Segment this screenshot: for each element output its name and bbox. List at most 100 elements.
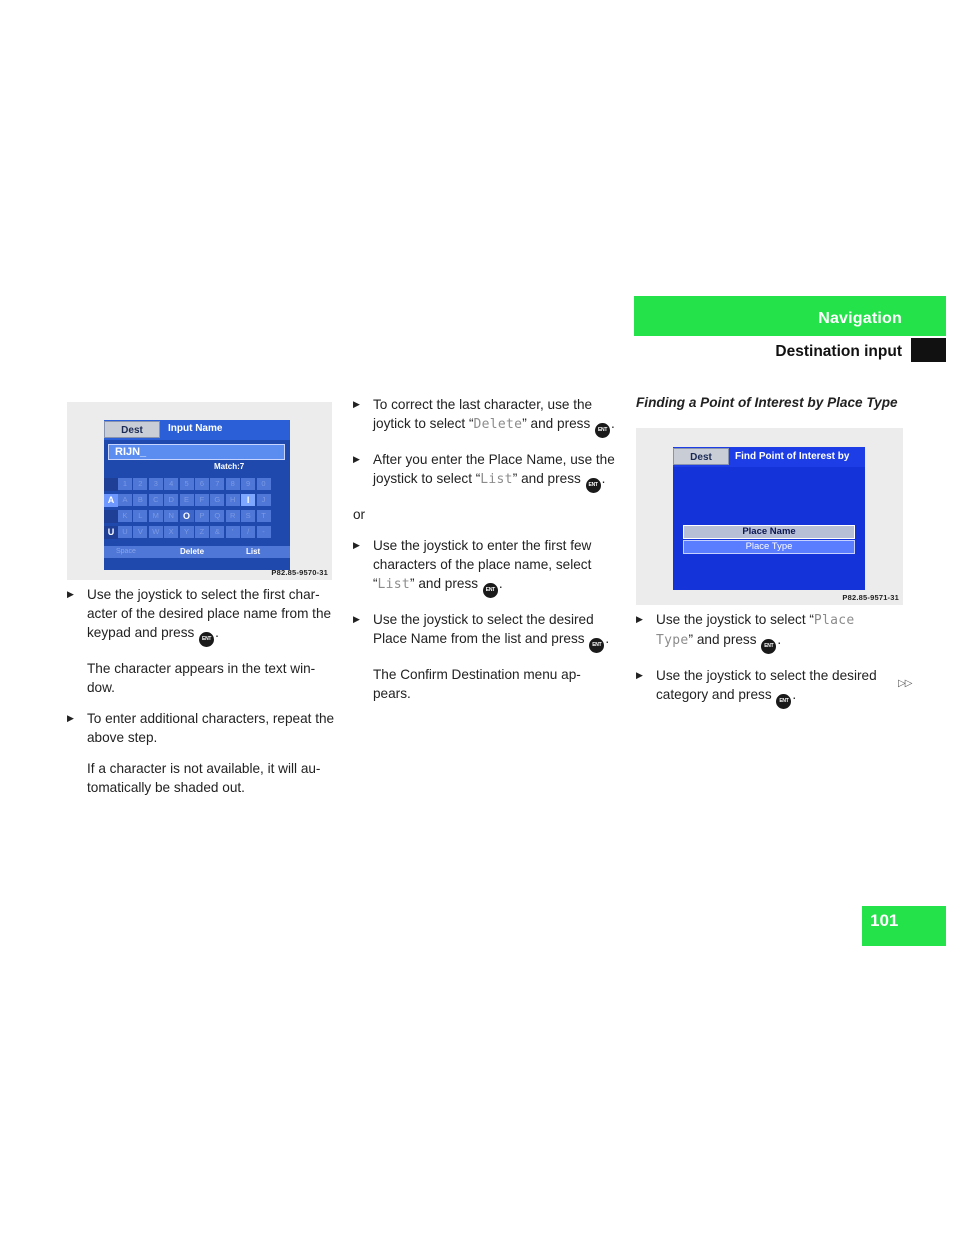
keypad-key: ' [225,526,240,538]
keypad-key: 9 [241,478,256,490]
keypad-key: J [256,494,271,506]
screen-title: Input Name [168,423,223,434]
menu-option-place-name: Place Name [683,525,855,539]
keypad-key-available: O [179,510,194,522]
keypad-key: L [133,510,148,522]
keypad-key: 2 [133,478,148,490]
keypad-key: U [118,526,132,538]
keypad-key: 4 [164,478,179,490]
space-key: Space [116,548,136,555]
screen-title: Find Point of Interest by [735,451,850,462]
keypad-key: Q [210,510,225,522]
keypad-key: 0 [256,478,271,490]
or-separator: or [353,507,366,522]
screen-display: Dest Input Name RIJN_ Match:7 A U 1 2 3 … [104,420,290,570]
ent-button-icon: ENT [585,478,601,493]
code-label: Delete [473,417,523,432]
keypad-key: Z [194,526,209,538]
dest-tab: Dest [104,421,160,438]
keypad-key: / [241,526,256,538]
keypad-key: S [241,510,256,522]
keypad-key: P [194,510,209,522]
keypad-key: K [118,510,132,522]
keypad-key: R [225,510,240,522]
section-tab: Navigation [634,296,946,336]
column-3-text: Use the joystick to select “Place Type” … [636,610,898,721]
input-name-screenshot: Dest Input Name RIJN_ Match:7 A U 1 2 3 … [67,402,332,580]
keypad-key: E [179,494,194,506]
keypad-key: 6 [194,478,209,490]
keypad-row: 1 2 3 4 5 6 7 8 9 0 [118,478,272,491]
instruction-note: The Confirm Destination menu ap-pears. [373,667,581,701]
subsection-title: Destination input [775,343,902,360]
keypad-left-key [104,510,118,523]
page-number: 101 [870,911,899,930]
keypad-key: B [133,494,148,506]
keypad-key: 7 [210,478,225,490]
keypad-key: V [133,526,148,538]
list-key: List [246,547,261,556]
keypad-function-bar: Space Delete List [104,546,290,558]
screen-display: Dest Find Point of Interest by Place Nam… [673,447,865,590]
instruction-step: After you enter the Place Name, use the … [353,450,618,493]
keypad-key: T [256,510,271,522]
instruction-step: Use the joystick to select the first cha… [67,585,342,647]
name-input-field: RIJN_ [108,444,285,460]
menu-option-place-type: Place Type [683,540,855,554]
ent-button-icon: ENT [589,638,605,653]
screen-tab-bar: Dest Input Name [104,420,290,440]
instruction-step: To enter additional characters, repeat t… [67,709,342,747]
keypad-left-key: A [104,494,118,507]
instruction-note: If a character is not available, it will… [87,761,321,795]
instruction-note: The character appears in the text win-do… [87,661,316,695]
instruction-step: Use the joystick to select the desired P… [353,610,618,653]
keypad-key-selected: I [241,494,256,506]
keypad-key: F [194,494,209,506]
ent-button-icon: ENT [761,639,777,654]
keypad-key: D [164,494,179,506]
instruction-step: Use the joystick to select “Place Type” … [636,610,898,654]
code-label: Place Type [656,613,855,648]
subsection-marker [911,338,946,362]
match-count: Match:7 [214,462,245,471]
keypad-key: 8 [225,478,240,490]
keypad-row: A B C D E F G H I J [118,494,272,507]
keypad-key: W [148,526,163,538]
keypad-key: 1 [118,478,132,490]
ent-button-icon: ENT [595,423,611,438]
continue-arrow-icon: ▷▷ [898,678,912,689]
keypad-key: 5 [179,478,194,490]
keypad-row: K L M N O P Q R S T [118,510,272,523]
keypad-key: Y [179,526,194,538]
figure-caption: P82.85-9571-31 [842,593,899,602]
keypad-key: C [148,494,163,506]
keypad-key: H [225,494,240,506]
section-title: Navigation [818,310,902,327]
instruction-step: To correct the last character, use the j… [353,395,618,438]
delete-key: Delete [180,547,205,556]
keypad-left-key [104,478,118,491]
ent-button-icon: ENT [199,632,215,647]
keypad-key: & [210,526,225,538]
dest-tab: Dest [673,448,729,465]
keypad-key: M [148,510,163,522]
keypad-key: A [118,494,132,506]
find-poi-screenshot: Dest Find Point of Interest by Place Nam… [636,428,903,605]
section-heading: Finding a Point of Interest by Place Typ… [636,395,898,410]
ent-button-icon: ENT [482,583,498,598]
keypad-key: 3 [148,478,163,490]
keypad-key: N [164,510,179,522]
column-2-text: To correct the last character, use the j… [353,395,618,715]
column-1-text: Use the joystick to select the first cha… [67,585,342,809]
keypad-left-key: U [104,526,118,539]
page-number-tab: 101 [862,906,946,946]
keypad-row: U V W X Y Z & ' / - [118,526,272,539]
instruction-step: Use the joystick to select the desired c… [636,666,898,709]
keypad-key: X [164,526,179,538]
code-label: List [480,472,513,487]
code-label: List [377,577,411,592]
figure-caption: P82.85-9570-31 [271,568,328,577]
instruction-step: Use the joystick to enter the first few … [353,536,618,598]
keypad-key: G [210,494,225,506]
keypad-key: - [256,526,271,538]
